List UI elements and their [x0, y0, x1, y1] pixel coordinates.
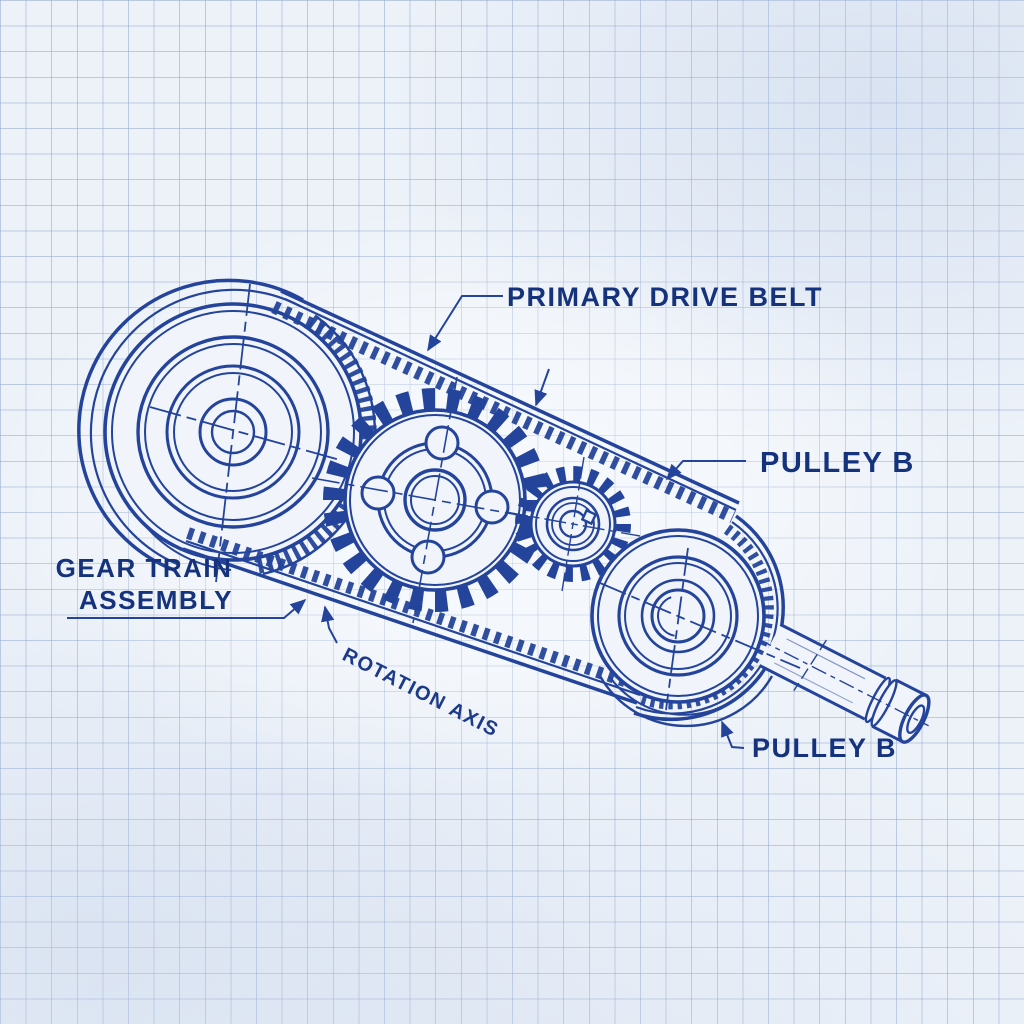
gear-teeth	[515, 466, 631, 582]
gear-hub-ring	[551, 502, 595, 546]
shaft-cross-tick	[793, 639, 827, 692]
leader-lines	[67, 295, 746, 749]
output-shaft	[756, 623, 931, 744]
lightening-hole	[474, 489, 510, 525]
centerline	[561, 456, 585, 592]
pulley-bore	[210, 409, 256, 455]
belt-edge-top-outer	[280, 289, 740, 505]
leader-pulley-b-top	[665, 460, 746, 481]
pulley-ring	[173, 372, 293, 492]
shaft-collar-outline	[871, 678, 927, 744]
shaft-highlight	[786, 638, 866, 680]
shaft-end-bore	[906, 704, 926, 735]
gear-hub-ring	[545, 496, 601, 552]
shaft-axis-line	[756, 637, 929, 727]
pulley-ring	[136, 335, 330, 529]
pulley-bore	[650, 588, 706, 644]
belt-edge-bottom-inner	[185, 539, 641, 697]
leader-rotation-axis	[321, 605, 338, 644]
centerline	[149, 406, 341, 461]
left-toothed-pulley	[77, 278, 377, 583]
pulley-hub	[198, 397, 268, 467]
pulley-depth-arc	[608, 675, 760, 716]
label-gear-train: GEAR TRAIN	[56, 553, 233, 583]
gear-bore	[558, 509, 588, 539]
centerline	[215, 283, 251, 583]
keyway	[580, 508, 598, 526]
centerline	[599, 582, 801, 669]
lightening-hole	[424, 425, 460, 461]
belt-wrap-left-outer	[77, 278, 304, 572]
pulley-ring	[144, 343, 322, 521]
lightening-hole	[410, 539, 446, 575]
gear-ring	[535, 486, 611, 562]
belt-teeth-bottom	[186, 527, 644, 693]
shaft-outline	[758, 623, 887, 721]
gear-teeth	[323, 388, 547, 612]
label-pulley-b-top: PULLEY B	[760, 447, 915, 479]
label-primary-drive-belt: PRIMARY DRIVE BELT	[507, 282, 823, 312]
primary-drive-belt	[182, 289, 785, 722]
small-spur-gear	[505, 456, 641, 592]
pulley-ring	[597, 535, 759, 697]
label-pulley-b-bottom: PULLEY B	[752, 733, 897, 763]
shaft-highlight	[774, 662, 854, 704]
leader-primary-drive-belt	[427, 295, 503, 352]
leader-gear-train-assembly	[67, 598, 307, 619]
pulley-depth-arc	[598, 675, 774, 728]
pulley-ring	[617, 555, 739, 677]
leader-pulley-b-bottom	[721, 720, 745, 749]
pulley-hub	[640, 578, 716, 654]
centerline	[665, 547, 689, 711]
centerline	[412, 376, 458, 624]
belt-wrap-left-inner	[89, 288, 301, 566]
lightening-hole	[360, 475, 396, 511]
pulley-b	[590, 528, 801, 728]
belt-edge-bottom-outer	[182, 547, 638, 705]
gear-bore	[403, 468, 467, 532]
belt-teeth-top	[271, 301, 736, 523]
pulley-ring	[624, 562, 732, 670]
bore-shading-arc	[657, 596, 675, 637]
gear-bore-inner	[410, 475, 460, 525]
belt-edge-top-inner	[284, 298, 737, 511]
large-spur-gear	[311, 376, 559, 624]
pulley-ring	[165, 364, 301, 500]
label-assembly: ASSEMBLY	[79, 585, 233, 615]
leader-belt-secondary-arrow	[534, 368, 550, 407]
gear-ring	[349, 414, 521, 586]
